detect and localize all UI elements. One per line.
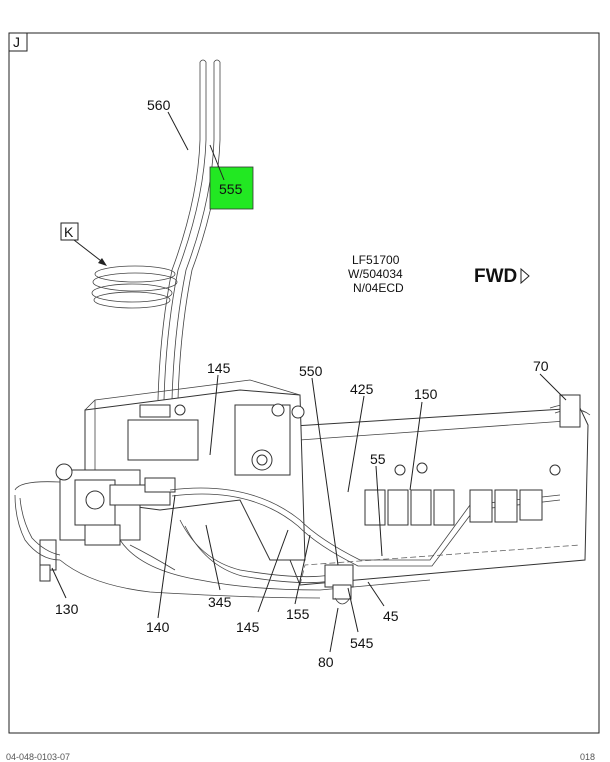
callout-80[interactable]: 80 — [318, 654, 334, 670]
connector-modules — [364, 394, 581, 526]
forward-label: FWD — [474, 266, 517, 287]
footer-page-number: 018 — [580, 752, 596, 762]
connector-clip — [324, 564, 354, 605]
valve-assembly — [39, 463, 176, 582]
callout-550[interactable]: 550 — [299, 363, 323, 379]
leader-lines — [51, 111, 567, 653]
forward-arrow-icon — [520, 267, 530, 285]
frame-label-box — [8, 32, 28, 52]
view-arrow — [73, 239, 106, 265]
callout-345[interactable]: 345 — [208, 594, 232, 610]
highlight-555-box[interactable] — [209, 166, 254, 210]
view-label: K — [64, 224, 74, 240]
callout-145-bottom[interactable]: 145 — [236, 619, 260, 635]
callout-150[interactable]: 150 — [414, 386, 438, 402]
callout-45[interactable]: 45 — [383, 608, 399, 624]
view-label-box — [60, 222, 79, 241]
callout-155[interactable]: 155 — [286, 606, 310, 622]
callout-130[interactable]: 130 — [55, 601, 79, 617]
tube-coil — [91, 265, 178, 309]
note-line-2: W/504034 — [348, 267, 403, 281]
callout-545[interactable]: 545 — [350, 635, 374, 651]
view-arrowhead — [98, 258, 107, 266]
callout-425[interactable]: 425 — [350, 381, 374, 397]
leader-555 — [209, 144, 225, 181]
note-line-1: LF51700 — [352, 253, 400, 267]
callout-140[interactable]: 140 — [146, 619, 170, 635]
note-line-3: N/04ECD — [353, 281, 404, 295]
callout-70[interactable]: 70 — [533, 358, 549, 374]
callout-560[interactable]: 560 — [147, 97, 171, 113]
frame-label: J — [13, 34, 20, 50]
callout-145-top[interactable]: 145 — [207, 360, 231, 376]
footer-drawing-number: 04-048-0103-07 — [6, 752, 71, 762]
callout-555[interactable]: 555 — [219, 181, 243, 197]
diagram-frame — [8, 32, 600, 734]
callout-55[interactable]: 55 — [370, 451, 386, 467]
